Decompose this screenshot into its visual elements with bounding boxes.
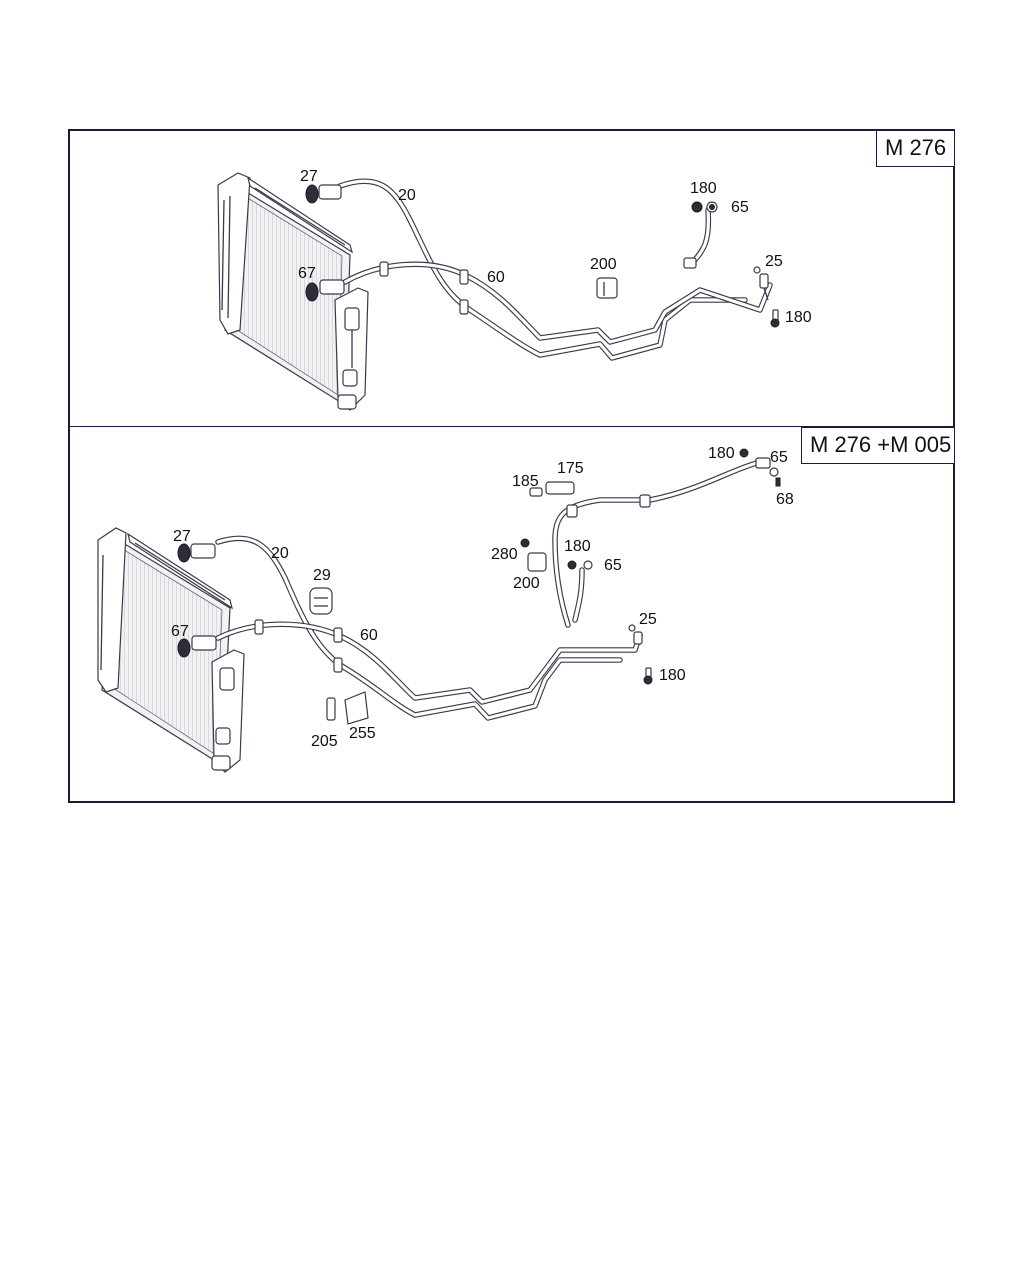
variant-tag-m276-m005: M 276 +M 005 <box>801 427 955 464</box>
part-number-180-mid: 180 <box>564 538 591 555</box>
part-number-29: 29 <box>313 567 331 584</box>
panel-2-artwork: 27 20 29 67 60 205 255 185 175 280 200 1… <box>97 445 794 773</box>
pipe-20 <box>337 178 748 361</box>
seal-180-65-68 <box>739 448 781 487</box>
pipe-60-2 <box>215 459 763 705</box>
part-number-65-mid: 65 <box>604 557 622 574</box>
bolt-180 <box>770 309 780 328</box>
part-number-180-bottom-p2: 180 <box>659 667 686 684</box>
fitting-27 <box>305 184 342 204</box>
part-number-60: 60 <box>487 269 505 286</box>
part-number-20-p2: 20 <box>271 545 289 562</box>
part-number-25-p2: 25 <box>639 611 657 628</box>
seal-180-65-mid <box>567 560 593 570</box>
bracket-205-255 <box>326 691 369 725</box>
part-number-175: 175 <box>557 460 584 477</box>
part-number-68: 68 <box>776 491 794 508</box>
seal-180-65 <box>691 201 718 213</box>
panel-divider <box>68 426 955 427</box>
part-number-65: 65 <box>731 199 749 216</box>
part-number-185: 185 <box>512 473 539 490</box>
part-number-255: 255 <box>349 725 376 742</box>
part-number-25: 25 <box>765 253 783 270</box>
fitting-67-2 <box>177 635 217 658</box>
part-number-180-bottom: 180 <box>785 309 812 326</box>
part-number-27-p2: 27 <box>173 528 191 545</box>
clip-280-200 <box>520 538 547 572</box>
sensor-25-2 <box>628 624 643 645</box>
variant-tag-m276: M 276 <box>876 130 955 167</box>
pipe-60 <box>342 207 773 345</box>
part-number-27: 27 <box>300 168 318 185</box>
part-number-205: 205 <box>311 733 338 750</box>
part-number-200: 200 <box>590 256 617 273</box>
part-number-60-p2: 60 <box>360 627 378 644</box>
part-number-280: 280 <box>491 546 518 563</box>
bracket-200 <box>596 277 618 299</box>
fitting-27-2 <box>177 543 216 563</box>
condenser-radiator-2 <box>97 527 245 773</box>
diagram-frame <box>68 129 955 803</box>
condenser-radiator <box>217 172 369 411</box>
bracket-175-185 <box>529 481 575 497</box>
pipe-20-2 <box>215 535 623 721</box>
fitting-67 <box>305 279 345 302</box>
damper-29 <box>309 587 333 615</box>
part-number-65-top: 65 <box>770 449 788 466</box>
sensor-25 <box>753 266 769 301</box>
part-number-200-p2: 200 <box>513 575 540 592</box>
bolt-180-2 <box>643 667 653 685</box>
part-number-180-top: 180 <box>690 180 717 197</box>
part-number-67: 67 <box>298 265 316 282</box>
panel-1-artwork: 27 20 67 60 200 180 65 25 180 <box>217 168 812 411</box>
part-number-67-p2: 67 <box>171 623 189 640</box>
part-number-20: 20 <box>398 187 416 204</box>
part-number-180-top-p2: 180 <box>708 445 735 462</box>
